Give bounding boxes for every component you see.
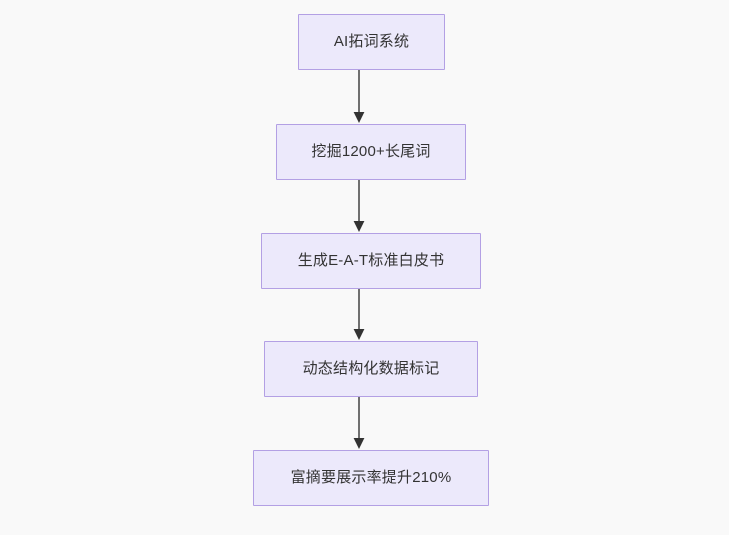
flow-node-rich-snippet-impression-lift[interactable]: 富摘要展示率提升210% bbox=[253, 450, 489, 506]
flow-node-label: 生成E-A-T标准白皮书 bbox=[297, 252, 445, 269]
flow-node-mine-longtail-keywords[interactable]: 挖掘1200+长尾词 bbox=[276, 124, 466, 180]
flow-node-label: AI拓词系统 bbox=[333, 33, 410, 50]
flow-connector-2 bbox=[347, 180, 371, 233]
flow-node-label: 动态结构化数据标记 bbox=[302, 360, 440, 377]
flow-node-dynamic-structured-data-markup[interactable]: 动态结构化数据标记 bbox=[264, 341, 478, 397]
flow-connector-4 bbox=[347, 397, 371, 450]
arrow-down-icon bbox=[353, 180, 365, 232]
arrow-down-icon bbox=[353, 289, 365, 340]
flow-connector-1 bbox=[347, 70, 371, 124]
flow-node-label: 挖掘1200+长尾词 bbox=[311, 143, 431, 160]
arrow-down-icon bbox=[353, 70, 365, 123]
flow-node-ai-keyword-system[interactable]: AI拓词系统 bbox=[298, 14, 445, 70]
arrow-down-icon bbox=[353, 397, 365, 449]
flow-connector-3 bbox=[347, 289, 371, 341]
flow-node-label: 富摘要展示率提升210% bbox=[290, 469, 452, 486]
flow-node-generate-eat-whitepaper[interactable]: 生成E-A-T标准白皮书 bbox=[261, 233, 481, 289]
